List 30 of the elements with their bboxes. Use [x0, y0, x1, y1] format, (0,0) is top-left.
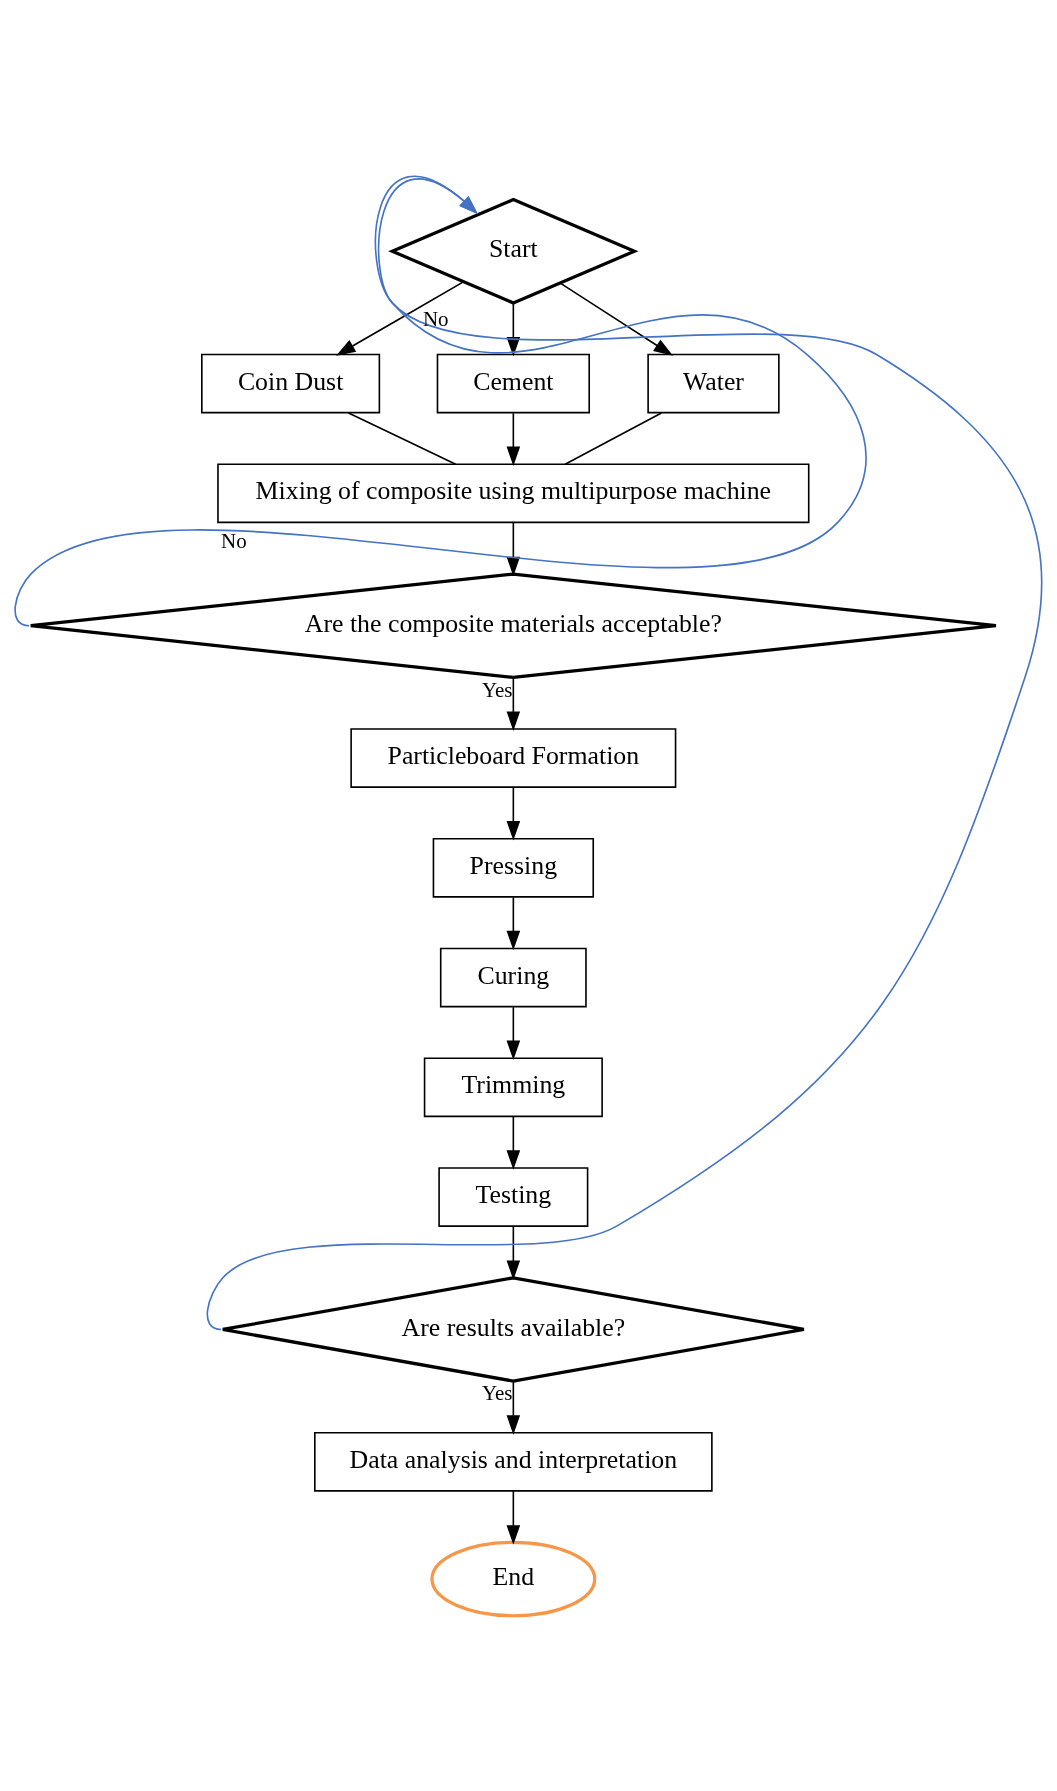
node-diamond: Are the composite materials acceptable? — [29, 572, 998, 679]
arrow — [506, 1225, 521, 1280]
edge-label: No — [422, 306, 449, 331]
connector — [347, 412, 457, 465]
arrow — [506, 1116, 521, 1170]
node-box: Testing — [438, 1167, 589, 1227]
edge-label: Yes — [481, 677, 513, 702]
edge-label: Yes — [481, 1381, 513, 1406]
arrow — [506, 1006, 521, 1060]
arrow — [506, 786, 521, 841]
arrow — [506, 1380, 521, 1435]
node-ellipse: End — [430, 1540, 597, 1618]
node-box: Coin Dust — [201, 353, 381, 414]
node-box: Cement — [436, 353, 590, 414]
edge-label: No — [221, 529, 247, 553]
node-diamond: Are results available? — [221, 1276, 806, 1383]
node-box: Curing — [439, 947, 587, 1008]
arrow — [559, 282, 673, 356]
node-box: Pressing — [432, 837, 595, 898]
node-box: Data analysis and interpretation — [314, 1431, 713, 1492]
arrow — [506, 896, 521, 951]
node-box: Water — [647, 353, 780, 414]
node-box: Trimming — [423, 1057, 603, 1118]
arrow — [506, 412, 521, 466]
arrow — [506, 1490, 521, 1545]
arrow — [506, 676, 521, 731]
arrow — [336, 281, 465, 356]
node-box: Particleboard Formation — [350, 728, 677, 788]
connector — [564, 412, 663, 465]
node-box: Mixing of composite using multipurpose machine — [217, 463, 810, 524]
